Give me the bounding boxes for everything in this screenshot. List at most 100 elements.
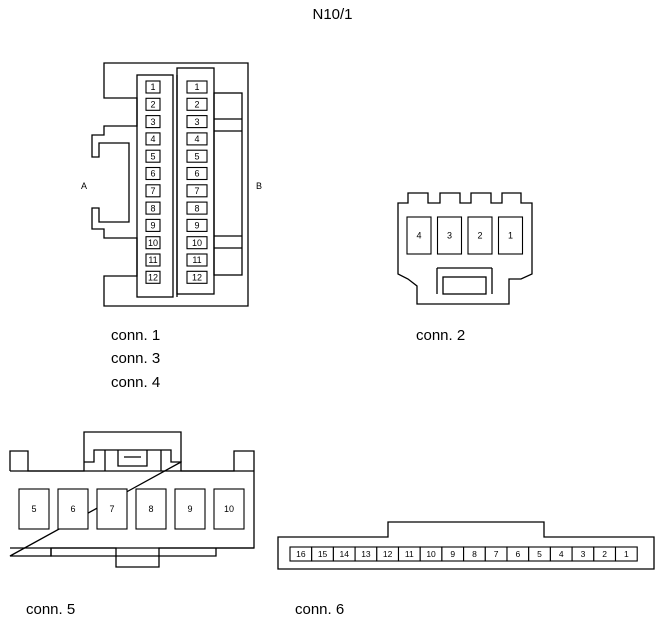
pin-a-11-label: 11	[148, 255, 157, 265]
pin-b-6-label: 6	[194, 169, 199, 179]
pin-conn2-4: 4	[406, 216, 432, 255]
pin-a-12-label: 12	[148, 273, 158, 283]
pin-conn6-10-label: 10	[426, 549, 436, 559]
pin-a-8: 8	[145, 201, 161, 215]
pin-a-10-label: 10	[148, 238, 158, 248]
pin-conn6-15-label: 15	[318, 549, 328, 559]
connector-housing-6	[277, 521, 655, 570]
pin-conn6-15: 15	[311, 546, 334, 562]
pin-conn6-4: 4	[549, 546, 573, 562]
pin-a-5-label: 5	[150, 151, 155, 161]
pin-conn6-12: 12	[376, 546, 400, 562]
pin-conn2-3: 3	[436, 216, 463, 255]
pin-b-7-label: 7	[194, 186, 199, 196]
connector-housing-2	[397, 192, 533, 305]
pin-b-12: 12	[186, 270, 208, 284]
pin-conn6-7: 7	[484, 546, 508, 562]
pin-conn6-4-label: 4	[559, 549, 564, 559]
pin-b-10-label: 10	[192, 238, 202, 248]
pin-conn5-7: 7	[96, 488, 128, 530]
diagram-title: N10/1	[312, 6, 353, 23]
pin-conn6-8-label: 8	[472, 549, 477, 559]
pin-conn2-4-label: 4	[416, 231, 421, 241]
pin-conn6-14-label: 14	[340, 549, 350, 559]
caption-conn-1: conn. 1	[111, 327, 161, 344]
pin-conn2-2-label: 2	[477, 231, 482, 241]
caption-conn-4: conn. 4	[111, 374, 161, 391]
pin-conn5-6: 6	[57, 488, 89, 530]
pin-conn5-8: 8	[135, 488, 167, 530]
caption-conn-6: conn. 6	[295, 601, 345, 618]
pin-conn6-6: 6	[506, 546, 530, 562]
pin-b-5-label: 5	[194, 151, 199, 161]
pin-conn5-8-label: 8	[148, 504, 153, 514]
pin-a-7-label: 7	[150, 186, 155, 196]
pin-a-10: 10	[145, 236, 161, 250]
pin-conn6-1-label: 1	[624, 549, 629, 559]
caption-conn-5: conn. 5	[26, 601, 76, 618]
pin-a-9: 9	[145, 218, 161, 232]
pin-conn6-2-label: 2	[602, 549, 607, 559]
pin-conn6-5: 5	[528, 546, 551, 562]
pin-b-2-label: 2	[194, 100, 199, 110]
pin-b-11: 11	[186, 253, 208, 267]
pin-conn6-3-label: 3	[581, 549, 586, 559]
pin-a-9-label: 9	[150, 221, 155, 231]
pin-conn6-14: 14	[332, 546, 356, 562]
connector-housing-ab	[91, 62, 249, 307]
pin-b-1: 1	[186, 80, 208, 94]
pin-a-12: 12	[145, 270, 161, 284]
pin-conn5-6-label: 6	[70, 504, 75, 514]
pin-a-4: 4	[145, 132, 161, 146]
pin-b-8-label: 8	[194, 203, 199, 213]
pin-conn6-16-label: 16	[296, 549, 306, 559]
pin-conn6-9: 9	[441, 546, 465, 562]
pin-b-9: 9	[186, 218, 208, 232]
pin-conn2-2: 2	[467, 216, 493, 255]
pin-conn6-11-label: 11	[405, 549, 414, 559]
pin-a-6: 6	[145, 166, 161, 181]
pin-a-8-label: 8	[150, 203, 155, 213]
pin-a-7: 7	[145, 184, 161, 198]
pin-a-5: 5	[145, 149, 161, 163]
pin-b-9-label: 9	[194, 221, 199, 231]
pin-a-6-label: 6	[150, 169, 155, 179]
pin-a-3: 3	[145, 115, 161, 129]
side-label-b: B	[256, 181, 262, 191]
pin-b-3-label: 3	[194, 117, 199, 127]
pin-a-11: 11	[145, 253, 161, 267]
caption-conn-2: conn. 2	[416, 327, 466, 344]
pin-conn5-5-label: 5	[31, 504, 36, 514]
pin-a-2-label: 2	[150, 100, 155, 110]
pin-a-1: 1	[145, 80, 161, 94]
pin-a-3-label: 3	[150, 117, 155, 127]
pin-conn6-1: 1	[614, 546, 638, 562]
pin-a-4-label: 4	[150, 134, 155, 144]
pin-a-1-label: 1	[150, 82, 155, 92]
pin-b-6: 6	[186, 166, 208, 181]
pin-conn6-9-label: 9	[450, 549, 455, 559]
pin-conn6-13-label: 13	[361, 549, 371, 559]
pin-b-8: 8	[186, 201, 208, 215]
pin-conn5-9-label: 9	[187, 504, 192, 514]
caption-conn-3: conn. 3	[111, 350, 161, 367]
pin-conn5-7-label: 7	[109, 504, 114, 514]
pin-conn6-12-label: 12	[383, 549, 393, 559]
pin-conn5-5: 5	[18, 488, 50, 530]
connector-housing-5	[9, 431, 255, 568]
pin-b-5: 5	[186, 149, 208, 163]
pin-conn6-2: 2	[593, 546, 617, 562]
pin-conn6-5-label: 5	[537, 549, 542, 559]
pin-conn6-13: 13	[354, 546, 378, 562]
pin-conn6-3: 3	[571, 546, 595, 562]
pin-conn2-3-label: 3	[447, 231, 452, 241]
pin-b-3: 3	[186, 115, 208, 129]
pin-conn2-1: 1	[497, 216, 524, 255]
pin-b-7: 7	[186, 184, 208, 198]
pin-a-2: 2	[145, 97, 161, 111]
